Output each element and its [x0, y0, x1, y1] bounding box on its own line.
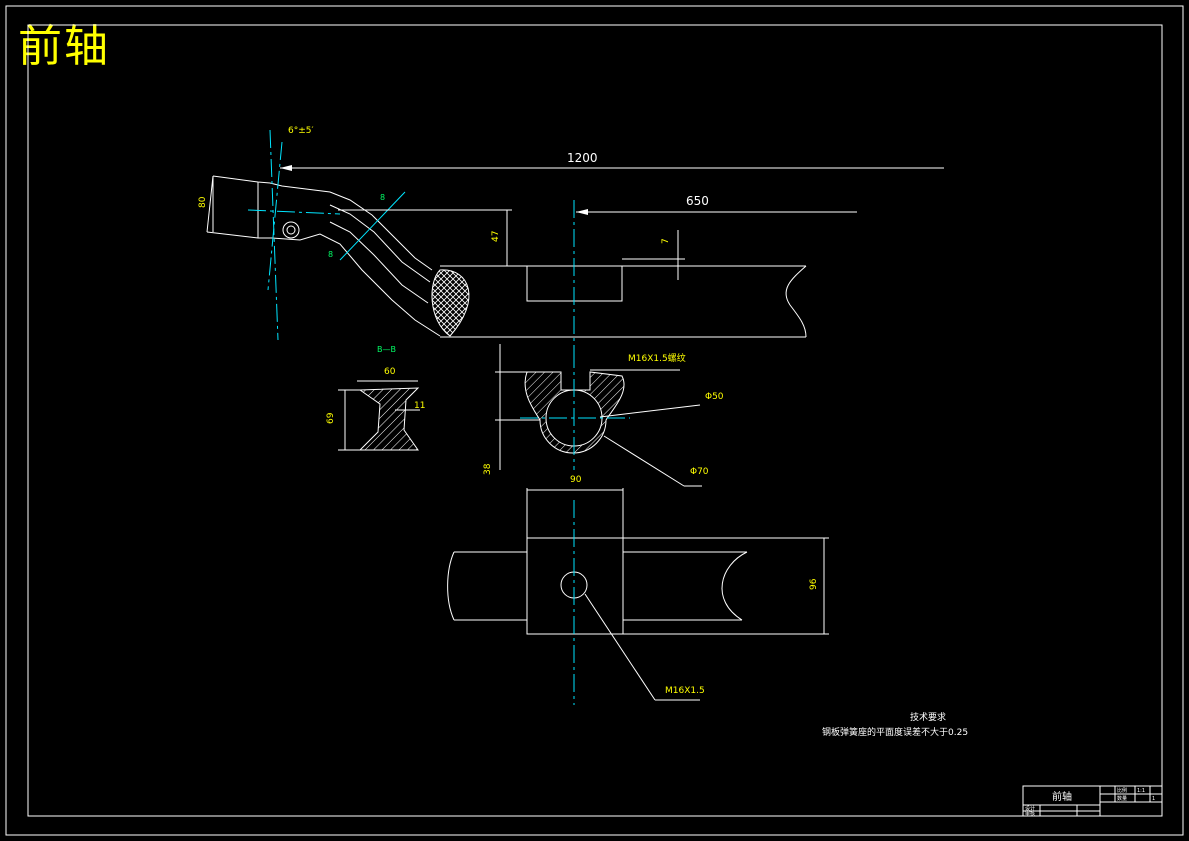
notes-heading: 技术要求	[910, 711, 946, 723]
dim-1200: 1200	[567, 151, 598, 165]
side-section: 38 M16X1.5螺纹 Φ50 Φ70	[483, 344, 724, 487]
dim-phi-70: Φ70	[690, 467, 709, 477]
dim-11: 11	[414, 401, 425, 411]
section-label: B—B	[377, 345, 396, 354]
title-block-qty-label: 数量	[1117, 795, 1127, 802]
title-block-reviewer: 审核	[1025, 810, 1035, 817]
dim-60: 60	[384, 367, 396, 377]
dim-96: 96	[809, 578, 819, 590]
section-b-b: B—B 60 69 11	[326, 345, 425, 451]
title-block-designer: 设计	[1025, 805, 1035, 812]
dim-7: 7	[661, 238, 671, 244]
front-view: 1200 650 80 47 7 6°±5′ 8 8	[198, 126, 944, 350]
dim-47: 47	[491, 231, 501, 242]
dim-90: 90	[570, 475, 582, 485]
dim-thread-bottom: M16X1.5	[665, 686, 705, 696]
drawing-title-large: 前轴	[18, 21, 110, 72]
dim-80: 80	[198, 196, 208, 208]
title-block-scale-value: 1:1	[1137, 788, 1145, 794]
label-8-bottom: 8	[328, 250, 333, 259]
title-block-name: 前轴	[1052, 790, 1072, 803]
dim-38: 38	[483, 463, 493, 475]
top-view: 90 96 M16X1.5	[447, 475, 829, 705]
notes-line1: 钢板弹簧座的平面度误差不大于0.25	[822, 726, 968, 738]
dim-phi-50: Φ50	[705, 392, 724, 402]
inner-frame	[27, 24, 1163, 817]
title-block-scale-label: 比例	[1117, 787, 1127, 794]
dim-650: 650	[686, 194, 709, 208]
dim-thread-top: M16X1.5螺纹	[628, 352, 686, 364]
title-block-qty-value: 1	[1152, 796, 1155, 802]
title-block: 前轴 比例 1:1 数量 1 设计 审核	[1022, 785, 1163, 817]
dim-angle: 6°±5′	[288, 126, 314, 136]
label-8-top: 8	[380, 193, 385, 202]
outer-frame	[5, 5, 1184, 836]
dim-69: 69	[326, 412, 336, 424]
